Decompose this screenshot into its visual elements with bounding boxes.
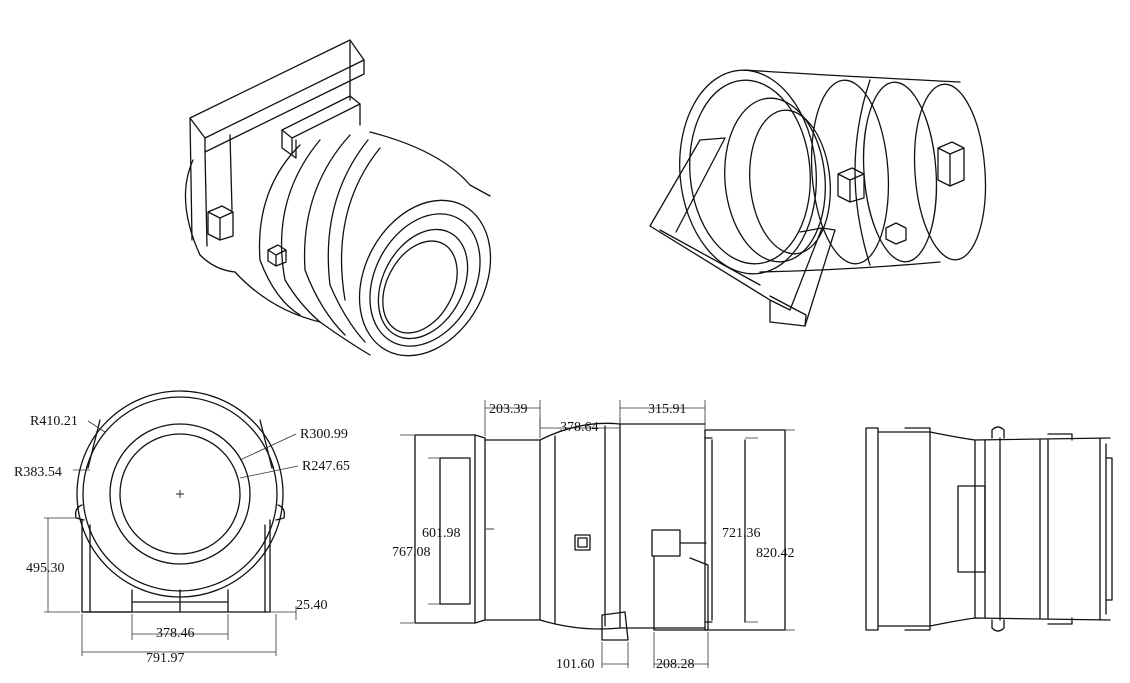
dim-radius-bore: R300.99 [300,427,348,442]
dim-radius-outer: R410.21 [30,414,78,429]
end-view [44,390,299,656]
dim-base-step: 25.40 [296,598,328,613]
dim-flange-height: 767.08 [392,545,431,560]
dim-barrel-length: 378.64 [560,420,599,435]
dim-rear-length: 315.91 [648,402,687,417]
dim-rear-flange-height: 820.42 [756,546,795,561]
isometric-view-front [184,39,492,357]
dim-inner-height: 601.98 [422,526,461,541]
dim-base-height: 495.30 [26,561,65,576]
dim-rear-inner-height: 721.36 [722,526,761,541]
dim-base-overall-width: 791.97 [146,651,185,666]
dim-tab-width: 101.60 [556,657,595,672]
rear-side-view [865,426,1113,632]
side-view [400,400,795,668]
dim-foot-width: 208.28 [656,657,695,672]
dim-base-inner-width: 378.46 [156,626,195,641]
dim-radius-inner: R247.65 [302,459,350,474]
isometric-view-rear [649,69,987,327]
dim-flange-length: 203.39 [489,402,528,417]
dim-radius-flange: R383.54 [14,465,62,480]
